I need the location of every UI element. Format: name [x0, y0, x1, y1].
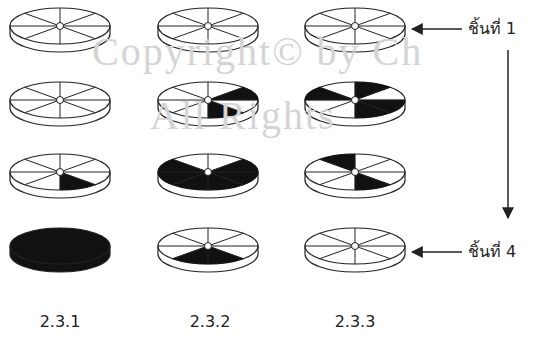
filled-sector [355, 82, 390, 100]
sector-line [355, 100, 390, 113]
sector-line [60, 100, 110, 101]
sector-line [355, 172, 390, 185]
sector-line [355, 159, 390, 172]
sector-line [25, 159, 60, 172]
filled-sector [158, 172, 208, 185]
sector-line [60, 172, 95, 185]
sector-line [173, 246, 208, 259]
sector-line [10, 26, 60, 27]
sector-line [60, 13, 95, 26]
filled-sector [158, 159, 208, 172]
sector-line [355, 246, 390, 259]
sector-line [60, 26, 110, 27]
disk-face [10, 154, 110, 190]
sector-line [305, 246, 355, 247]
sector-line [305, 26, 355, 27]
disk-hub [57, 97, 64, 104]
sector-line [60, 172, 110, 173]
filled-sector [208, 172, 243, 190]
order-arrow [507, 50, 509, 218]
layer-disk [305, 154, 405, 198]
sector-line [60, 26, 95, 39]
sector-line [355, 87, 390, 100]
disk-hub [57, 169, 64, 176]
sector-line [10, 100, 60, 101]
sector-line [355, 233, 390, 246]
sector-line [60, 100, 95, 113]
layer-disk [158, 154, 258, 198]
sector-line [320, 159, 355, 172]
layer-disk [10, 154, 110, 198]
sector-line [208, 159, 243, 172]
sector-line [355, 13, 390, 26]
disk-face [10, 82, 110, 118]
filled-sector [355, 172, 390, 190]
disk-hub [352, 97, 359, 104]
figure-number: 2.3.3 [335, 312, 376, 331]
sector-line [208, 26, 258, 27]
sector-line [25, 26, 60, 39]
filled-sector [173, 246, 208, 264]
layer-disk [10, 82, 110, 126]
figure-number: 2.3.2 [190, 312, 231, 331]
figure-number: 2.3.1 [40, 312, 81, 331]
layer-disk [305, 228, 405, 272]
watermark: All Rights [150, 92, 336, 140]
sector-line [355, 26, 405, 27]
disk-hub [205, 243, 212, 250]
filled-sector [355, 100, 390, 118]
disk-hub [205, 23, 212, 30]
sector-line [355, 172, 405, 173]
disk-hub [57, 23, 64, 30]
sector-line [208, 233, 243, 246]
sector-line [158, 172, 208, 173]
disk-face [158, 228, 258, 264]
sector-line [320, 13, 355, 26]
filled-sector [208, 159, 258, 172]
sector-line [208, 172, 243, 185]
sector-line [158, 246, 208, 247]
sector-line [10, 172, 60, 173]
layer-label: ชิ้นที่ 1 [468, 19, 516, 38]
disk-hub [352, 23, 359, 30]
sector-line [173, 172, 208, 185]
watermark: Copyright© by Ch [92, 28, 423, 76]
disk-face [305, 154, 405, 190]
layer-disk [10, 228, 110, 272]
sector-line [25, 13, 60, 26]
filled-sector [60, 172, 95, 190]
disk-face [305, 228, 405, 264]
sector-line [158, 26, 208, 27]
sector-line [173, 159, 208, 172]
sector-line [60, 159, 95, 172]
sector-line [320, 233, 355, 246]
layer-disk [158, 228, 258, 272]
sector-line [25, 172, 60, 185]
sector-line [173, 13, 208, 26]
layer-label: ชิ้นที่ 4 [468, 242, 516, 261]
sector-line [208, 172, 258, 173]
filled-sector [208, 246, 243, 264]
sector-line [173, 233, 208, 246]
disk-hub [352, 169, 359, 176]
sector-line [25, 87, 60, 100]
filled-sector [320, 154, 355, 172]
sector-line [208, 246, 258, 247]
sector-line [60, 87, 95, 100]
disk-face [10, 228, 110, 264]
sector-line [208, 246, 243, 259]
pointer-arrow [412, 251, 462, 253]
sector-line [208, 13, 243, 26]
sector-line [320, 246, 355, 259]
sector-line [320, 172, 355, 185]
sector-line [25, 100, 60, 113]
sector-line [355, 100, 405, 101]
sector-line [305, 172, 355, 173]
disk-hub [352, 243, 359, 250]
sector-line [355, 246, 405, 247]
disk-hub [205, 169, 212, 176]
disk-face [158, 154, 258, 190]
